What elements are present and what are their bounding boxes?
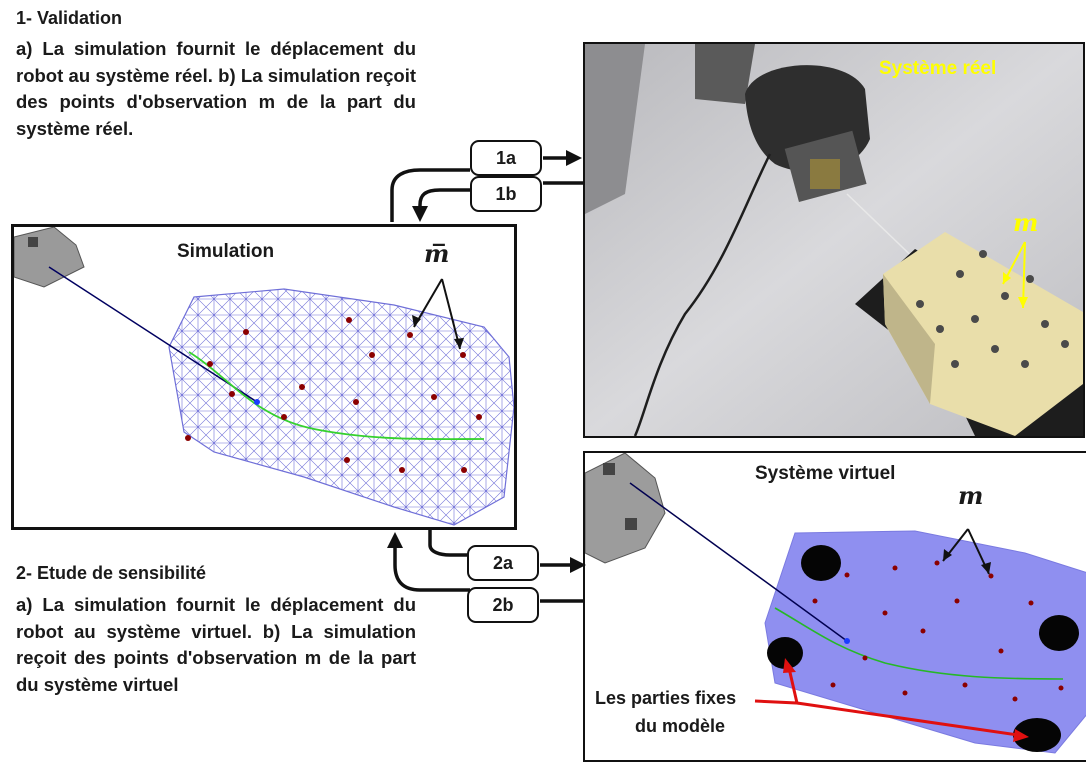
simulation-panel: Simulation m̅ [11,224,517,530]
simulation-mesh-graphic [14,227,514,526]
real-system-title: Système réel [879,58,997,79]
real-system-photo: Système réel m [583,42,1085,438]
section2-heading: 2- Etude de sensibilité [16,563,207,583]
section1-heading: 1- Validation [16,8,123,28]
simulation-title: Simulation [177,241,275,262]
arrow-label-1a: 1a [470,140,542,176]
fixed-parts-label-line2: du modèle [635,716,726,736]
section1-description: a) La simulation fournit le déplacement … [16,38,416,139]
section2-description: a) La simulation fournit le déplacement … [16,594,416,695]
arrow-label-2b: 2b [467,587,539,623]
real-system-graphic [585,44,1083,436]
virtual-system-panel: Système virtuel m Les parties fixes du m… [583,451,1086,762]
virtual-system-graphic [585,453,1086,754]
virtual-system-title: Système virtuel [755,463,896,484]
fixed-parts-label-line1: Les parties fixes [595,688,737,708]
simulation-marker-label: m̅ [424,239,450,268]
real-system-marker-label: m [1013,208,1039,237]
virtual-system-marker-label: m [958,481,984,510]
arrow-label-1b: 1b [470,176,542,212]
arrow-label-2a: 2a [467,545,539,581]
